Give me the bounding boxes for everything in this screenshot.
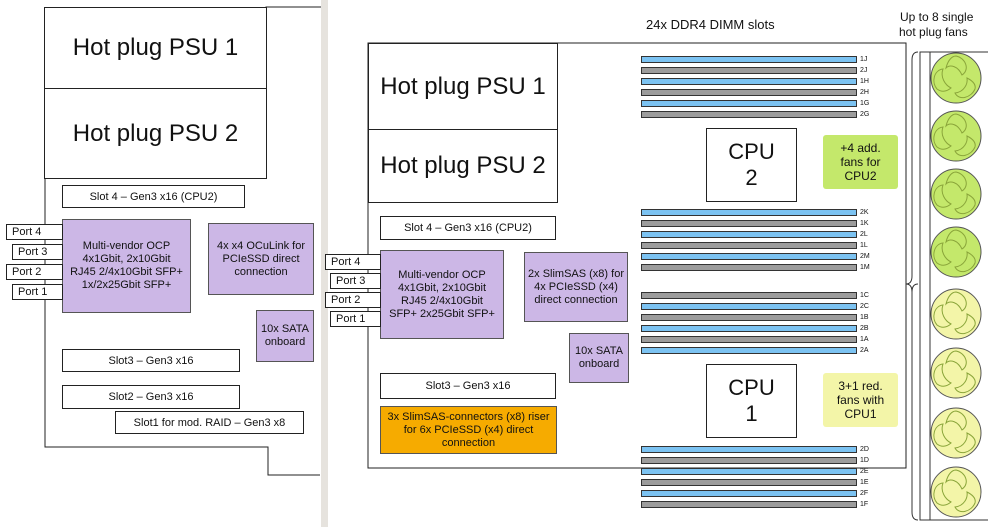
- dimm-slot: [641, 231, 857, 238]
- right-slot-4: Slot 4 – Gen3 x16 (CPU2): [380, 216, 556, 240]
- dimm-slot: [641, 347, 857, 354]
- fan-2-icon: [930, 110, 982, 162]
- dimm-slot: [641, 490, 857, 497]
- dimm-slot: [641, 457, 857, 464]
- dimm-slot: [641, 501, 857, 508]
- cpu2-fans-note: +4 add. fans for CPU2: [823, 135, 898, 189]
- left-slot-4: Slot 4 – Gen3 x16 (CPU2): [62, 185, 245, 208]
- right-port-2: Port 2: [325, 292, 381, 308]
- dimm-label: 1G: [860, 100, 870, 107]
- dimm-label: 1C: [860, 292, 869, 299]
- right-slimsas: 2x SlimSAS (x8) for 4x PCIeSSD (x4) dire…: [524, 252, 628, 322]
- dimm-label: 2D: [860, 446, 869, 453]
- dimm-label: 1B: [860, 314, 869, 321]
- fan-column: [930, 52, 982, 518]
- dimm-label: 1L: [860, 242, 868, 249]
- right-sata-onboard: 10x SATA onboard: [569, 333, 629, 383]
- left-slot-2: Slot2 – Gen3 x16: [62, 385, 240, 409]
- dimm-label: 1K: [860, 220, 869, 227]
- fan-5-icon: [930, 288, 982, 340]
- dimm-label: 1E: [860, 479, 869, 486]
- right-riser-slimsas: 3x SlimSAS-connectors (x8) riser for 6x …: [380, 406, 557, 454]
- dimm-slot: [641, 253, 857, 260]
- dimm-slot: [641, 446, 857, 453]
- left-oculink: 4x x4 OCuLink for PCIeSSD direct connect…: [208, 223, 314, 295]
- right-ocp-module: Multi-vendor OCP 4x1Gbit, 2x10Gbit RJ45 …: [380, 250, 504, 339]
- right-port-1: Port 1: [330, 311, 381, 327]
- dimm-label: 1D: [860, 457, 869, 464]
- dimm-slot: [641, 78, 857, 85]
- dimm-slot: [641, 314, 857, 321]
- dimm-label: 2L: [860, 231, 868, 238]
- fan-4-icon: [930, 226, 982, 278]
- dimm-slot: [641, 303, 857, 310]
- dimm-slot: [641, 56, 857, 63]
- fan-3-icon: [930, 168, 982, 220]
- dimm-label: 1A: [860, 336, 869, 343]
- left-psu-1: Hot plug PSU 1: [44, 7, 267, 89]
- dimm-slot: [641, 292, 857, 299]
- dimm-label: 2K: [860, 209, 869, 216]
- cpu-1-number: 1: [745, 401, 758, 426]
- dimm-label: 2M: [860, 253, 870, 260]
- dimm-label: 2G: [860, 111, 870, 118]
- dimm-label: 2J: [860, 67, 868, 74]
- dimm-slot: [641, 325, 857, 332]
- panel-separator: [321, 0, 328, 527]
- dimm-slot: [641, 89, 857, 96]
- right-psu-1: Hot plug PSU 1: [368, 43, 558, 130]
- dimm-slots-title: 24x DDR4 DIMM slots: [646, 17, 775, 32]
- left-slot-1: Slot1 for mod. RAID – Gen3 x8: [115, 411, 304, 434]
- dimm-label: 2E: [860, 468, 869, 475]
- dimm-slot: [641, 67, 857, 74]
- dimm-slot: [641, 100, 857, 107]
- fans-title-line2: hot plug fans: [899, 25, 968, 39]
- dimm-label: 1M: [860, 264, 870, 271]
- fans-title-line1: Up to 8 single: [900, 10, 974, 24]
- left-server-diagram: Hot plug PSU 1 Hot plug PSU 2 Slot 4 – G…: [0, 0, 321, 527]
- dimm-slot: [641, 242, 857, 249]
- cpu-2-label: CPU: [728, 139, 775, 164]
- dimm-label: 1J: [860, 56, 868, 63]
- dimm-label: 1F: [860, 501, 869, 508]
- right-port-4: Port 4: [325, 254, 381, 270]
- fan-7-icon: [930, 407, 982, 459]
- fan-1-icon: [930, 52, 982, 104]
- cpu1-fans-note: 3+1 red. fans with CPU1: [823, 373, 898, 427]
- right-slot-3: Slot3 – Gen3 x16: [380, 373, 556, 399]
- left-port-1: Port 1: [12, 284, 63, 300]
- dimm-label: 2H: [860, 89, 869, 96]
- fan-8-icon: [930, 466, 982, 518]
- dimm-slot: [641, 111, 857, 118]
- dimm-label: 2A: [860, 347, 869, 354]
- cpu-1: CPU 1: [706, 364, 797, 438]
- left-ocp-module: Multi-vendor OCP 4x1Gbit, 2x10Gbit RJ45 …: [62, 219, 191, 313]
- dimm-slot: [641, 468, 857, 475]
- dimm-slot: [641, 220, 857, 227]
- dimm-slot: [641, 479, 857, 486]
- right-psu-2: Hot plug PSU 2: [368, 129, 558, 203]
- cpu-1-label: CPU: [728, 375, 775, 400]
- dimm-label: 1H: [860, 78, 869, 85]
- right-server-diagram: 24x DDR4 DIMM slots Up to 8 single hot p…: [325, 0, 999, 527]
- dimm-label: 2F: [860, 490, 869, 497]
- cpu-2-number: 2: [745, 165, 758, 190]
- left-psu-2: Hot plug PSU 2: [44, 88, 267, 179]
- right-port-3: Port 3: [330, 273, 381, 289]
- left-port-4: Port 4: [6, 224, 63, 240]
- cpu-2: CPU 2: [706, 128, 797, 202]
- left-sata-onboard: 10x SATA onboard: [256, 310, 314, 362]
- dimm-label: 2B: [860, 325, 869, 332]
- left-slot-3: Slot3 – Gen3 x16: [62, 349, 240, 372]
- left-port-3: Port 3: [12, 244, 63, 260]
- left-port-2: Port 2: [6, 264, 63, 280]
- dimm-slot: [641, 336, 857, 343]
- dimm-slot: [641, 209, 857, 216]
- fan-6-icon: [930, 347, 982, 399]
- dimm-slot: [641, 264, 857, 271]
- dimm-label: 2C: [860, 303, 869, 310]
